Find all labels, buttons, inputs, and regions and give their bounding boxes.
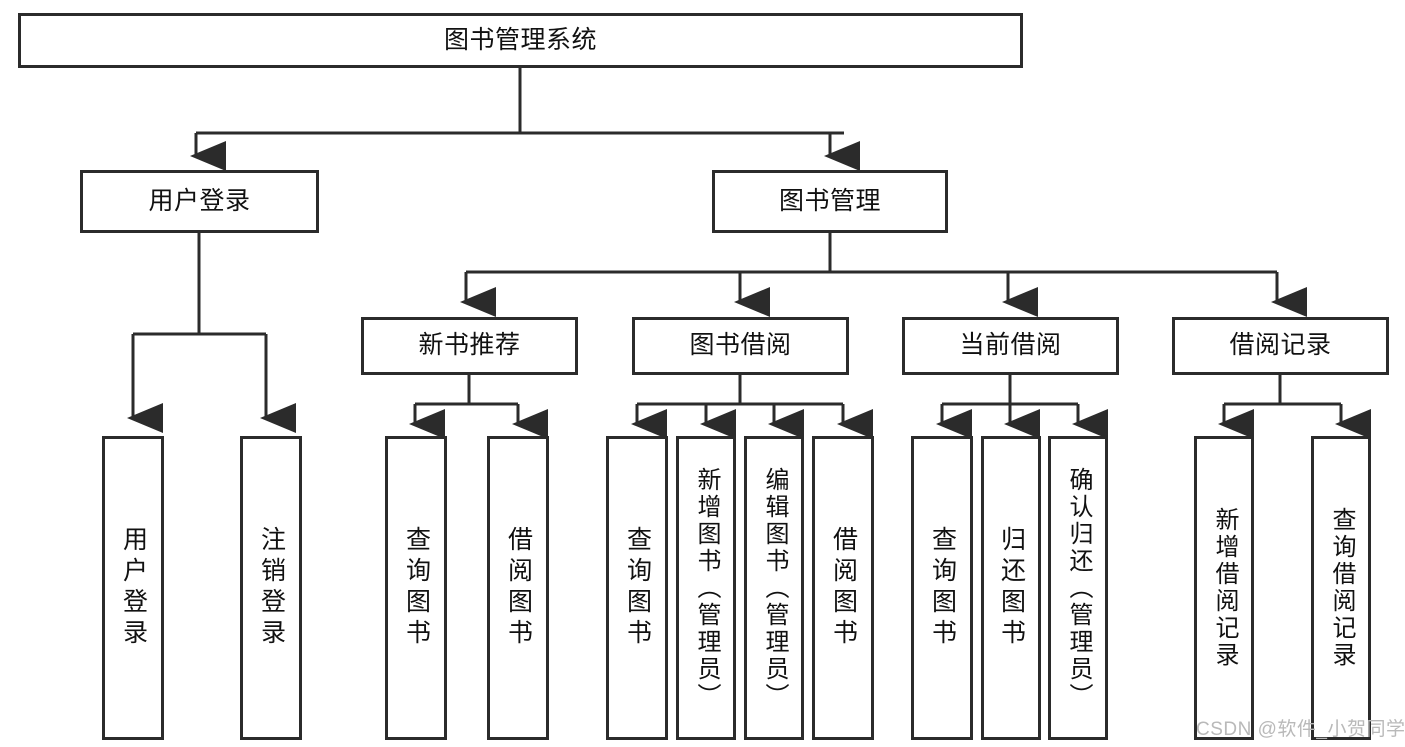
leaf-query-book-recommend[interactable]: 查询图书 xyxy=(385,436,447,740)
node-label: 图书管理 xyxy=(778,186,881,215)
node-label: 新增图书（管理员） xyxy=(693,466,720,710)
leaf-return-book[interactable]: 归还图书 xyxy=(981,436,1041,740)
leaf-query-book-borrow[interactable]: 查询图书 xyxy=(606,436,668,740)
leaf-borrow-book[interactable]: 借阅图书 xyxy=(812,436,874,740)
node-label: 确认归还（管理员） xyxy=(1065,466,1092,710)
node-label: 查询图书 xyxy=(402,526,431,650)
node-user-login[interactable]: 用户登录 xyxy=(80,170,319,233)
node-book-management[interactable]: 图书管理 xyxy=(712,170,948,233)
leaf-add-book[interactable]: 新增图书（管理员） xyxy=(676,436,736,740)
node-label: 编辑图书（管理员） xyxy=(761,466,788,710)
node-label: 当前借阅 xyxy=(959,331,1062,360)
node-new-book-recommend[interactable]: 新书推荐 xyxy=(361,317,578,375)
node-label: 借阅记录 xyxy=(1229,331,1332,360)
node-label: 图书借阅 xyxy=(689,331,792,360)
node-label: 新增借阅记录 xyxy=(1211,507,1238,669)
node-label: 图书管理系统 xyxy=(443,25,597,54)
leaf-confirm-return[interactable]: 确认归还（管理员） xyxy=(1048,436,1108,740)
leaf-edit-book[interactable]: 编辑图书（管理员） xyxy=(744,436,804,740)
node-root-system[interactable]: 图书管理系统 xyxy=(18,13,1023,68)
node-label: 用户登录 xyxy=(148,186,251,215)
node-label: 用户登录 xyxy=(119,526,148,650)
node-label: 借阅图书 xyxy=(504,526,533,650)
watermark-credit: CSDN @软件_小贺同学 xyxy=(1196,719,1405,740)
node-label: 查询图书 xyxy=(928,526,957,650)
node-book-borrow[interactable]: 图书借阅 xyxy=(632,317,849,375)
node-label: 新书推荐 xyxy=(418,331,521,360)
node-label: 注销登录 xyxy=(257,526,286,650)
leaf-borrow-book-recommend[interactable]: 借阅图书 xyxy=(487,436,549,740)
leaf-query-book-current[interactable]: 查询图书 xyxy=(911,436,973,740)
node-borrow-record[interactable]: 借阅记录 xyxy=(1172,317,1389,375)
leaf-add-borrow-record[interactable]: 新增借阅记录 xyxy=(1194,436,1254,740)
node-label: 查询图书 xyxy=(623,526,652,650)
leaf-user-login[interactable]: 用户登录 xyxy=(102,436,164,740)
node-label: 借阅图书 xyxy=(829,526,858,650)
node-label: 归还图书 xyxy=(997,526,1026,650)
leaf-user-logout[interactable]: 注销登录 xyxy=(240,436,302,740)
node-label: 查询借阅记录 xyxy=(1328,507,1355,669)
leaf-query-borrow-record[interactable]: 查询借阅记录 xyxy=(1311,436,1371,740)
node-current-borrow[interactable]: 当前借阅 xyxy=(902,317,1119,375)
